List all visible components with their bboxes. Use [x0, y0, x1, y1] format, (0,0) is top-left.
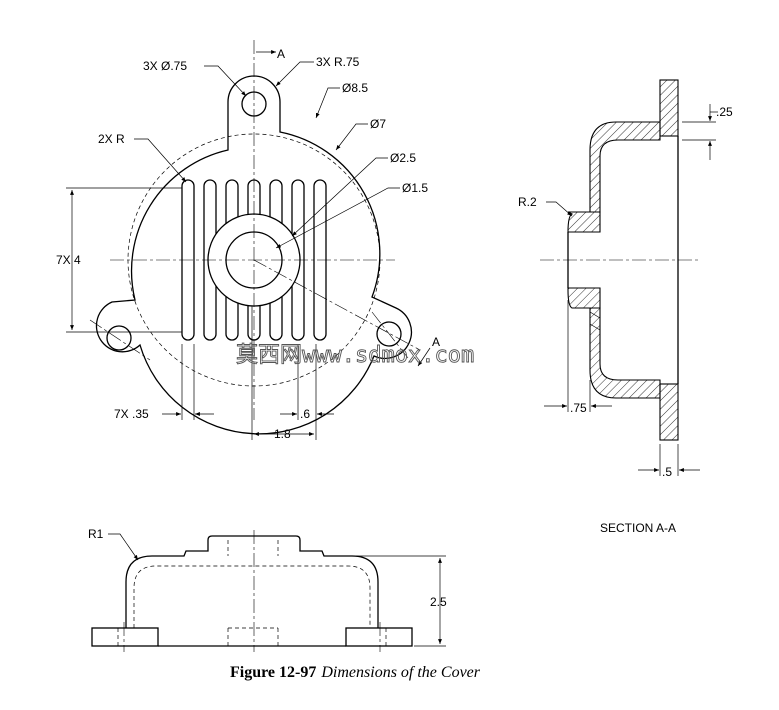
section-cut-line: [253, 259, 421, 351]
section-view: .25 R.2 .75 .5 SECTION A-A: [518, 79, 733, 535]
flange-right: [345, 627, 413, 647]
section-arrow-bottom: [417, 347, 431, 367]
label-corner-radius: R1: [88, 527, 104, 541]
boss-bottom-hatch: [567, 287, 601, 309]
label-section-bottom: A: [432, 335, 440, 349]
mounting-hole-right: [376, 321, 402, 347]
leader-outer-dia: [335, 123, 368, 151]
label-slot-spacing: .6: [300, 407, 310, 421]
mounting-hole-left: [106, 325, 132, 351]
watermark-text: 莫西网www.sdmox.com: [236, 343, 474, 368]
slot-edge-section: [589, 311, 601, 319]
slot-edge-section: [589, 323, 601, 331]
flange-bottom-hatch: [659, 383, 679, 441]
label-radius-callout: 3X R.75: [316, 55, 360, 69]
side-inner-hidden: [133, 565, 371, 628]
label-height: 2.5: [430, 595, 447, 609]
flange-top-hatch: [659, 79, 679, 137]
leader-hole: [204, 65, 247, 97]
label-section-top: A: [277, 47, 285, 61]
leader-fillet: [546, 201, 573, 217]
side-body-outline: [125, 535, 379, 628]
leader-boss-inner: [275, 187, 400, 249]
leader-corner-radius: [108, 533, 139, 561]
label-bolt-circle: Ø8.5: [342, 81, 368, 95]
front-body-outline: [95, 75, 413, 435]
label-boss-outer: Ø2.5: [390, 151, 416, 165]
label-fillet: R.2: [518, 195, 537, 209]
label-flange-thickness: .25: [716, 105, 733, 119]
section-title: SECTION A-A: [600, 521, 676, 535]
boss-top-hatch: [567, 211, 601, 233]
caption-number: Figure 12-97: [230, 664, 316, 681]
leader-bolt-circle: [315, 87, 340, 119]
label-slot-length: 7X 4: [56, 253, 81, 267]
front-view: 3X Ø.75 A 3X R.75 Ø8.5 Ø7 2X R Ø2.5 Ø1.5…: [56, 40, 440, 441]
leader-radius: [275, 61, 314, 87]
label-hole-callout: 3X Ø.75: [143, 59, 187, 73]
label-slot-width: 7X .35: [114, 407, 149, 421]
leader-boss-outer: [291, 157, 388, 237]
centerline-left-lug: [89, 319, 151, 361]
leader-slot-radius: [134, 138, 187, 183]
label-outer-dia: Ø7: [370, 117, 386, 131]
label-slot-radius: 2X R: [98, 132, 125, 146]
caption-title: Dimensions of the Cover: [320, 664, 480, 681]
centerline-right-lug: [371, 311, 409, 359]
flange-left: [91, 627, 159, 647]
label-boss-depth: .75: [570, 401, 587, 415]
side-view: R1 2.5: [88, 527, 447, 652]
label-boss-inner: Ø1.5: [402, 181, 428, 195]
label-wall: .5: [662, 465, 672, 479]
wall-bottom-hatch: [589, 307, 661, 399]
label-boss-width: 1.8: [274, 427, 291, 441]
wall-top-hatch: [589, 121, 661, 213]
